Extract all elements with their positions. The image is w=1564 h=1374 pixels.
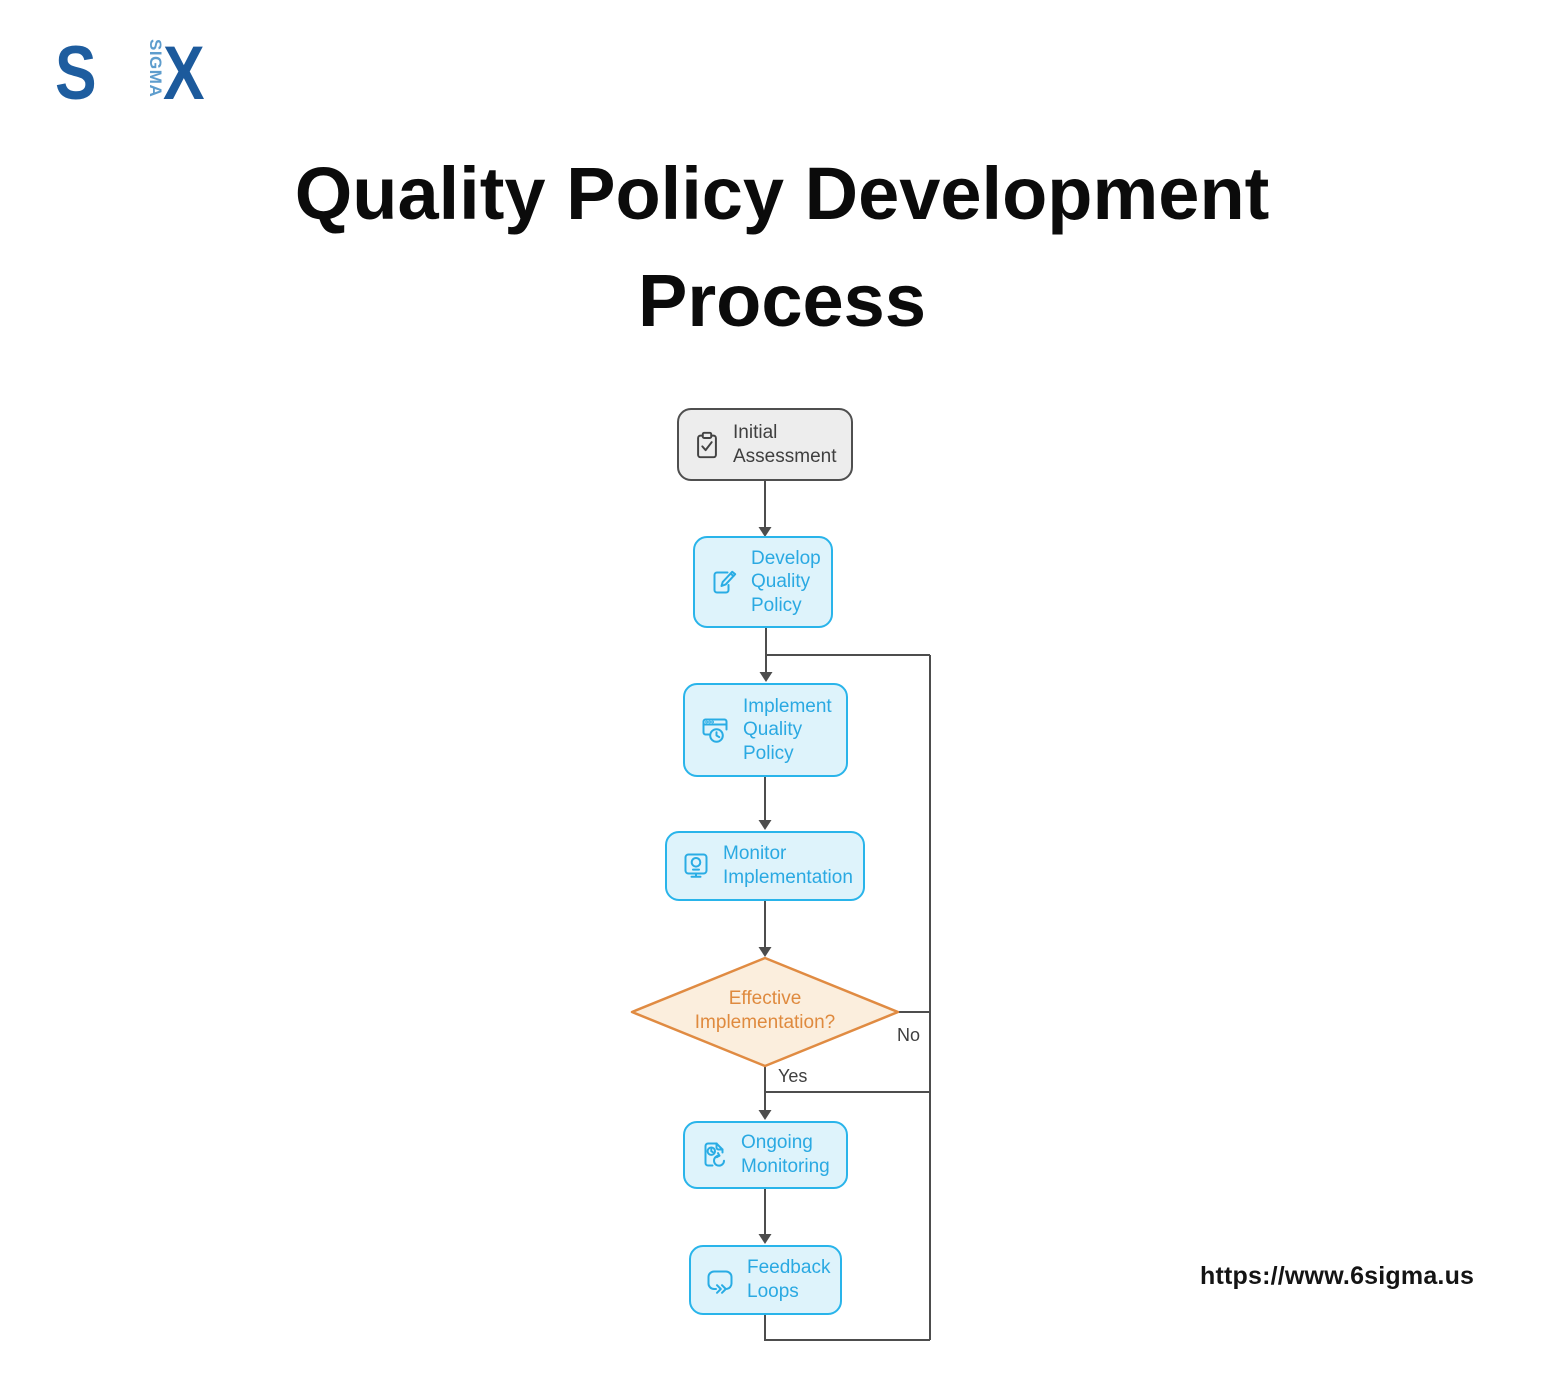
- node-monitor-implementation: Monitor Implementation: [665, 831, 865, 901]
- loop-arrow-icon: [704, 1264, 736, 1296]
- page-title-line2: Process: [638, 259, 926, 342]
- node-initial-assessment: Initial Assessment: [677, 408, 853, 481]
- arrowhead: [758, 1234, 772, 1244]
- logo-letter-x: X: [163, 31, 205, 116]
- arrowhead: [758, 527, 772, 537]
- node-implement-quality-policy: Implement Quality Policy: [683, 683, 848, 777]
- node-label: Feedback Loops: [747, 1257, 831, 1302]
- monitor-icon: [680, 850, 712, 882]
- arrowheads: [758, 527, 773, 1244]
- edge-label-yes: Yes: [778, 1066, 808, 1086]
- node-label: Develop Quality Policy: [751, 547, 821, 616]
- footer-url: https://www.6sigma.us: [1200, 1262, 1475, 1290]
- decision-diamond: [630, 956, 900, 1068]
- node-ongoing-monitoring: Ongoing Monitoring: [683, 1121, 848, 1189]
- arrowhead: [758, 820, 772, 830]
- node-label: Monitor Implementation: [723, 843, 853, 888]
- logo-letter-s: S: [55, 31, 97, 116]
- node-feedback-loops: Feedback Loops: [689, 1245, 842, 1315]
- arrowhead: [758, 947, 772, 957]
- node-label: Initial Assessment: [733, 421, 837, 467]
- node-label: Implement Quality Policy: [743, 695, 832, 764]
- edge-label-no: No: [897, 1025, 921, 1045]
- connector-lines: [764, 481, 931, 1341]
- six-sigma-logo: S SIGMA X: [55, 31, 205, 116]
- document-refresh-icon: [698, 1139, 730, 1171]
- edge-feedback-return: [764, 1315, 930, 1341]
- decision-label: Effective Implementation?: [694, 988, 836, 1034]
- edit-document-icon: [708, 566, 740, 598]
- page-title: Quality Policy Development Process: [0, 140, 1564, 354]
- arrowhead: [759, 672, 773, 682]
- arrowhead: [758, 1110, 772, 1120]
- window-clock-icon: [698, 714, 732, 746]
- node-develop-quality-policy: Develop Quality Policy: [693, 536, 833, 628]
- node-label: Ongoing Monitoring: [741, 1132, 830, 1177]
- page-title-line1: Quality Policy Development: [294, 152, 1270, 235]
- clipboard-check-icon: [692, 429, 722, 461]
